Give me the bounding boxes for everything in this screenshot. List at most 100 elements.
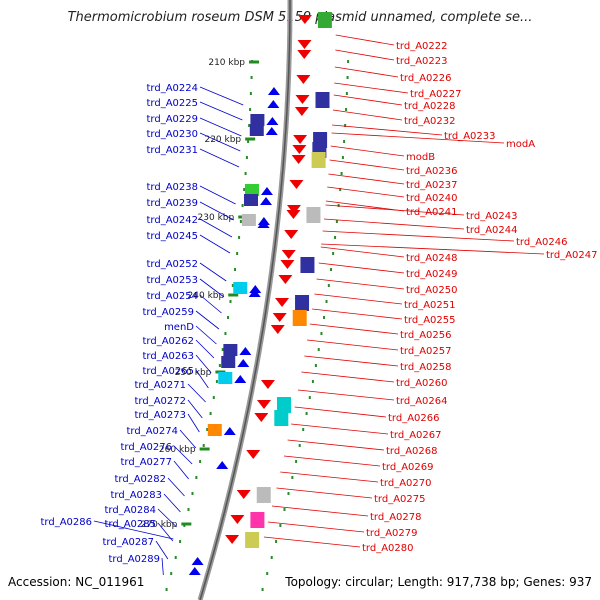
forward-gene-arrow (272, 313, 287, 322)
gene-label-reverse: trd_A0225 (147, 98, 199, 109)
guide-dot (347, 60, 350, 63)
reverse-gene-arrow (248, 289, 261, 297)
gene-leader-line (187, 399, 203, 419)
forward-gene-arrow (281, 250, 296, 259)
reverse-gene-block (249, 124, 264, 136)
gene-leader-line (334, 82, 409, 94)
guide-dot (279, 524, 282, 527)
guide-dot (311, 380, 314, 383)
gene-leader-line (161, 557, 164, 576)
gene-label-reverse: trd_A0262 (143, 336, 195, 347)
gene-leader-line (199, 148, 240, 168)
gene-label-reverse: trd_A0285 (105, 519, 157, 530)
gene-leader-line (294, 406, 387, 418)
forward-gene-arrow (236, 490, 251, 499)
gene-label-reverse: trd_A0252 (147, 259, 199, 270)
guide-dot (305, 412, 308, 415)
gene-leader-line (312, 308, 403, 320)
gene-label-reverse: trd_A0265 (143, 366, 195, 377)
gene-label-forward: trd_A0247 (546, 250, 598, 261)
gene-label-reverse: trd_A0272 (135, 396, 187, 407)
gene-leader-line (199, 101, 243, 121)
reverse-gene-block (207, 424, 222, 436)
guide-dot (291, 476, 294, 479)
guide-dot (275, 540, 278, 543)
gene-leader-line (195, 339, 215, 359)
gene-label-forward: trd_A0258 (400, 362, 452, 373)
guide-dot (339, 188, 342, 191)
gene-leader-line (335, 49, 395, 61)
forward-gene-arrow (295, 95, 310, 104)
gene-label-reverse: trd_A0224 (147, 83, 199, 94)
gene-label-forward: trd_A0223 (396, 56, 448, 67)
gene-leader-line (325, 204, 465, 216)
gene-leader-line (334, 66, 399, 78)
gene-label-forward: trd_A0267 (390, 430, 442, 441)
forward-gene-arrow (270, 325, 285, 334)
gene-leader-line (335, 34, 395, 46)
reverse-gene-block (223, 344, 238, 356)
gene-label-forward: trd_A0269 (382, 462, 434, 473)
gene-label-forward: trd_A0279 (366, 528, 418, 539)
guide-dot (320, 332, 323, 335)
gene-leader-line (195, 310, 220, 330)
gene-label-reverse: trd_A0259 (143, 307, 195, 318)
reverse-gene-arrow (216, 461, 229, 469)
forward-gene-arrow (246, 450, 261, 459)
reverse-gene-block (250, 114, 265, 126)
guide-dot (345, 92, 348, 95)
guide-dot (234, 268, 237, 271)
reverse-gene-arrow (267, 87, 280, 95)
forward-gene-block (315, 92, 330, 108)
gene-leader-line (195, 325, 217, 345)
gene-leader-line (263, 536, 361, 548)
reverse-gene-block (241, 214, 256, 226)
reverse-gene-arrow (188, 567, 201, 575)
forward-gene-block (311, 152, 326, 168)
gene-label-reverse: trd_A0282 (115, 474, 167, 485)
reverse-gene-arrow (260, 197, 272, 205)
forward-gene-block (300, 257, 315, 273)
gene-leader-line (93, 520, 174, 540)
gene-label-reverse: trd_A0274 (127, 426, 179, 437)
guide-dot (249, 108, 252, 111)
gene-label-forward: trd_A0250 (406, 285, 458, 296)
forward-gene-arrow (289, 180, 304, 189)
gene-label-forward: trd_A0249 (406, 269, 458, 280)
forward-gene-arrow (296, 75, 311, 84)
reverse-gene-block (244, 194, 258, 206)
gene-label-forward: trd_A0278 (370, 512, 422, 523)
gene-label-forward: modB (406, 152, 435, 163)
gene-label-forward: trd_A0256 (400, 330, 452, 341)
gene-leader-line (187, 413, 200, 433)
guide-dot (231, 284, 234, 287)
guide-dot (243, 188, 246, 191)
gene-leader-line (199, 262, 227, 282)
gene-leader-line (199, 117, 242, 137)
guide-dot (298, 444, 301, 447)
gene-label-reverse: trd_A0284 (105, 505, 157, 516)
guide-dot (337, 204, 340, 207)
reverse-gene-block (218, 372, 233, 384)
guide-dot (187, 508, 190, 511)
gene-leader-line (329, 159, 405, 171)
gene-leader-line (287, 439, 385, 451)
reverse-gene-arrow (191, 557, 204, 565)
gene-label-forward: trd_A0246 (516, 237, 568, 248)
reverse-gene-arrow (223, 427, 236, 435)
gene-label-reverse: trd_A0254 (147, 291, 199, 302)
topology-text: Topology: circular; Length: 917,738 bp; … (285, 575, 592, 589)
forward-gene-arrow (260, 380, 275, 389)
reverse-gene-block (233, 282, 248, 294)
forward-gene-block (295, 295, 310, 311)
gene-leader-line (173, 445, 193, 465)
gene-label-forward: trd_A0266 (388, 413, 440, 424)
reverse-gene-arrow (267, 100, 280, 108)
gene-leader-line (309, 323, 399, 335)
guide-dot (199, 460, 202, 463)
gene-label-reverse: trd_A0230 (147, 129, 199, 140)
gene-leader-line (283, 455, 381, 467)
guide-dot (218, 364, 221, 367)
